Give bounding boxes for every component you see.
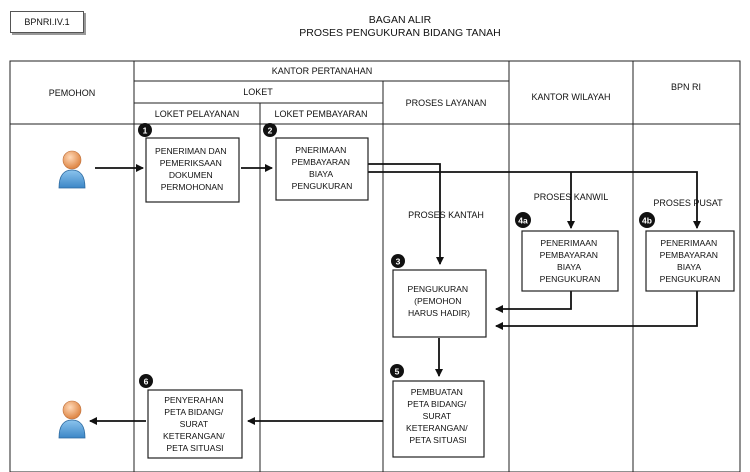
step-2-line: PNERIMAAN: [295, 145, 346, 155]
step-5-line: PETA SITUASI: [409, 435, 466, 445]
svg-text:3: 3: [396, 257, 401, 267]
step-4b-box: PENERIMAAN PEMBAYARAN BIAYA PENGUKURAN: [645, 230, 735, 292]
label-proses-kantah: PROSES KANTAH: [408, 210, 484, 220]
header-kantor-pertanahan: KANTOR PERTANAHAN: [272, 66, 373, 76]
step-2-box: PNERIMAAN PEMBAYARAN BIAYA PENGUKURAN: [275, 137, 369, 201]
step-3-box: PENGUKURAN (PEMOHON HARUS HADIR): [392, 269, 487, 338]
header-loket-pelayanan: LOKET PELAYANAN: [155, 109, 240, 119]
svg-text:2: 2: [268, 126, 273, 136]
label-proses-pusat: PROSES PUSAT: [653, 198, 723, 208]
svg-text:PEMBUATAN PETA BIDANG/: PEMBUATAN PETA BIDANG/ SURAT KETERANGAN/…: [406, 387, 470, 445]
step-4a-line: PENGUKURAN: [540, 274, 601, 284]
svg-text:5: 5: [395, 367, 400, 377]
document-code: BPNRI.IV.1: [10, 11, 84, 33]
step-1-line: PEMERIKSAAN: [160, 158, 222, 168]
step-6-line: SURAT: [180, 419, 209, 429]
step-5-line: KETERANGAN/: [406, 423, 468, 433]
step-2-line: PENGUKURAN: [292, 181, 353, 191]
title-line-1: BAGAN ALIR: [368, 14, 432, 26]
header-loket: LOKET: [243, 87, 273, 97]
step-4a-line: PENERIMAAN: [540, 238, 597, 248]
step-2-badge: 2: [263, 123, 277, 137]
step-3-badge: 3: [391, 254, 405, 268]
step-6-line: PENYERAHAN: [164, 395, 223, 405]
svg-text:6: 6: [144, 377, 149, 387]
step-5-box: PEMBUATAN PETA BIDANG/ SURAT KETERANGAN/…: [392, 380, 485, 458]
step-6-line: PETA SITUASI: [166, 443, 223, 453]
step-4b-line: PENGUKURAN: [660, 274, 721, 284]
header-loket-pembayaran: LOKET PEMBAYARAN: [274, 109, 367, 119]
step-1-line: PENERIMAN DAN: [155, 146, 227, 156]
svg-text:PENGUKURAN (PEMOHON: PENGUKURAN (PEMOHON HARUS HADIR): [407, 284, 470, 318]
step-2-line: BIAYA: [309, 169, 333, 179]
header-kantor-wilayah: KANTOR WILAYAH: [531, 92, 610, 102]
step-3-line: HARUS HADIR): [408, 308, 470, 318]
connector-lines: [89, 163, 701, 425]
step-1-line: DOKUMEN: [169, 170, 213, 180]
step-6-badge: 6: [139, 374, 153, 388]
svg-text:4b: 4b: [642, 216, 652, 226]
step-3-line: PENGUKURAN: [407, 284, 468, 294]
step-6-line: KETERANGAN/: [163, 431, 225, 441]
step-4b-line: PENERIMAAN: [660, 238, 717, 248]
svg-text:4a: 4a: [518, 216, 528, 226]
step-5-line: SURAT: [423, 411, 452, 421]
step-5-line: PETA BIDANG/: [407, 399, 467, 409]
person-icon: [58, 400, 86, 439]
step-4a-box: PENERIMAAN PEMBAYARAN BIAYA PENGUKURAN: [521, 230, 619, 292]
step-4b-badge: 4b: [639, 212, 655, 228]
step-6-line: PETA BIDANG/: [164, 407, 224, 417]
title-line-2: PROSES PENGUKURAN BIDANG TANAH: [299, 27, 501, 39]
step-1-box: PENERIMAN DAN PEMERIKSAAN DOKUMEN PERMOH…: [145, 137, 240, 203]
step-3-line: (PEMOHON: [414, 296, 461, 306]
step-2-line: PEMBAYARAN: [292, 157, 350, 167]
svg-text:PNERIMAAN PEMBAYARAN: PNERIMAAN PEMBAYARAN BIAYA PENGUKURAN: [292, 145, 353, 191]
svg-text:PENERIMAAN PEMBAYARAN: PENERIMAAN PEMBAYARAN BIAYA PENGUKURAN: [660, 238, 721, 284]
step-4a-line: PEMBAYARAN: [540, 250, 598, 260]
step-1-line: PERMOHONAN: [161, 182, 224, 192]
person-icon: [58, 150, 86, 189]
svg-text:PENYERAHAN PETA BIDANG/: PENYERAHAN PETA BIDANG/ SURAT KETERANGAN…: [163, 395, 227, 453]
header-proses-layanan: PROSES LAYANAN: [406, 98, 487, 108]
header-bpn-ri: BPN RI: [671, 82, 701, 92]
diagram-title: BAGAN ALIR PROSES PENGUKURAN BIDANG TANA…: [250, 14, 550, 40]
svg-text:PENERIMAAN PEMBAYARAN: PENERIMAAN PEMBAYARAN BIAYA PENGUKURAN: [540, 238, 601, 284]
step-1-badge: 1: [138, 123, 152, 137]
swimlane-grid: [9, 60, 741, 472]
step-4a-line: BIAYA: [557, 262, 581, 272]
label-proses-kanwil: PROSES KANWIL: [534, 192, 609, 202]
step-6-box: PENYERAHAN PETA BIDANG/ SURAT KETERANGAN…: [147, 389, 243, 459]
svg-text:1: 1: [143, 126, 148, 136]
step-4b-line: PEMBAYARAN: [660, 250, 718, 260]
step-5-badge: 5: [390, 364, 404, 378]
step-5-line: PEMBUATAN: [411, 387, 463, 397]
svg-text:PENERIMAN DAN PEMERIKSAA: PENERIMAN DAN PEMERIKSAAN DOKUMEN PERMOH…: [155, 146, 229, 192]
header-pemohon: PEMOHON: [49, 88, 96, 98]
step-4b-line: BIAYA: [677, 262, 701, 272]
step-4a-badge: 4a: [515, 212, 531, 228]
